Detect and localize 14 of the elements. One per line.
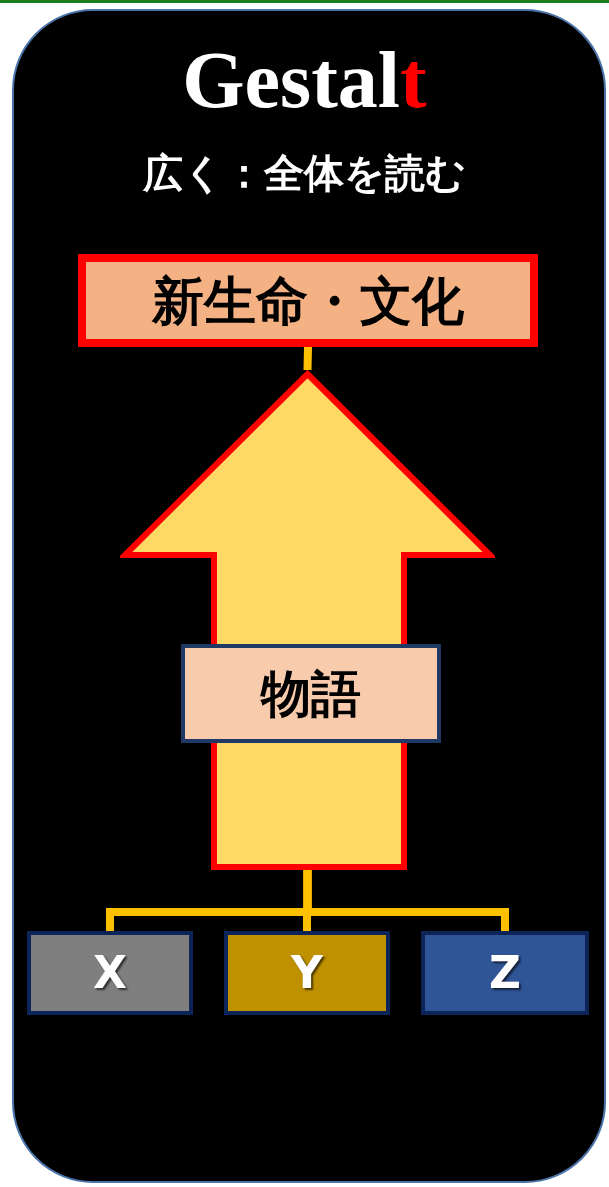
box-label: X — [93, 948, 127, 998]
category-box — [27, 931, 193, 1015]
story-box — [181, 644, 441, 743]
up-arrow-shape — [120, 370, 495, 870]
subtitle: 広く：全体を読む — [142, 148, 467, 198]
title: Gestalt — [181, 40, 428, 120]
category-box — [224, 931, 390, 1015]
box-label: 物語 — [261, 666, 361, 721]
box-label: 新生命・文化 — [152, 271, 464, 330]
box-label: Y — [291, 948, 323, 998]
category-box — [421, 931, 589, 1015]
box-label: Z — [489, 948, 521, 998]
connector-line — [303, 346, 312, 371]
result-box — [78, 254, 538, 347]
